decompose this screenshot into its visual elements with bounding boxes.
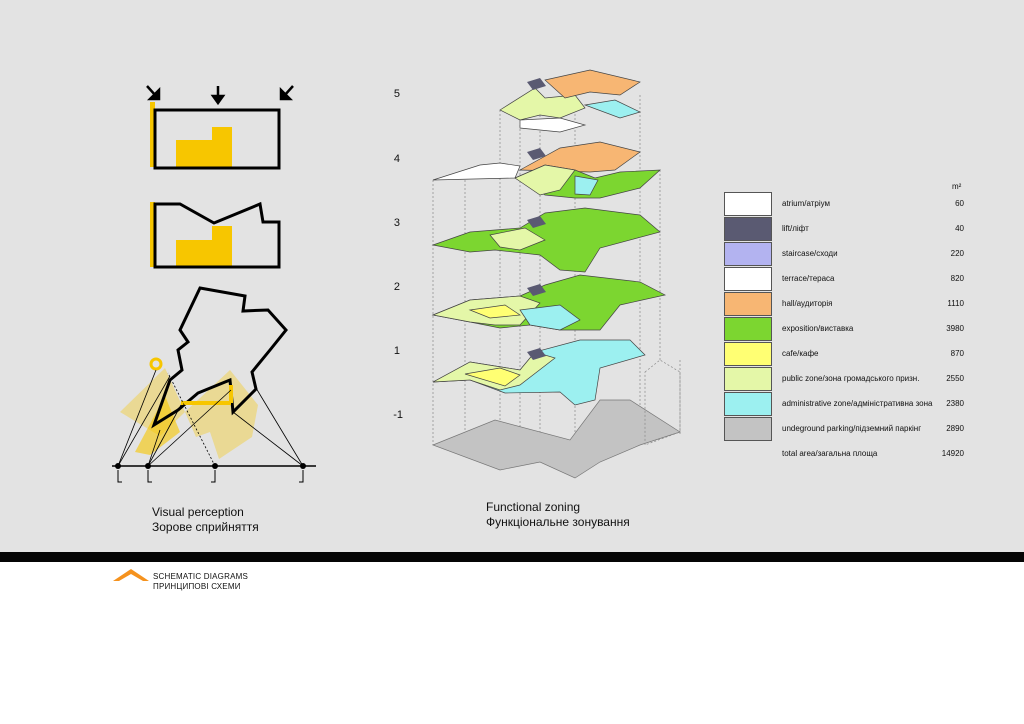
legend-label-parking: undeground parking/підземний паркінг [782, 424, 922, 433]
legend-label-cafe: cafe/кафе [782, 349, 819, 358]
legend-row-public-zone: public zone/зона громадського призн. 255… [724, 367, 984, 392]
legend-label-staircase: staircase/сходи [782, 249, 838, 258]
legend-row-total: total area/загальна площа 14920 [724, 442, 984, 467]
legend-unit: m² [952, 182, 962, 191]
perception-caption-ua: Зорове сприйняття [152, 520, 259, 534]
floor-label-4: 4 [393, 153, 400, 165]
legend-value-administrative-zone: 2380 [946, 399, 964, 408]
zoning-caption-ua: Функціональне зонування [486, 515, 630, 529]
floor-label-3: 3 [393, 217, 400, 229]
legend-label-hall: hall/аудиторія [782, 299, 833, 308]
legend-row-terrace: terrace/тераса 820 [724, 267, 984, 292]
legend-row-lift: lift/ліфт 40 [724, 217, 984, 242]
legend-label-exposition: exposition/виставка [782, 324, 854, 333]
legend-swatch-exposition [724, 317, 772, 341]
legend-value-staircase: 220 [950, 249, 964, 258]
legend-label-atrium: atrium/атріум [782, 199, 831, 208]
legend-total-label: total area/загальна площа [782, 449, 878, 458]
legend-label-administrative-zone: administrative zone/адміністративна зона [782, 399, 933, 408]
floor-label-basement: -1 [393, 409, 403, 421]
legend-label-terrace: terrace/тераса [782, 274, 835, 283]
legend-value-exposition: 3980 [946, 324, 964, 333]
legend-value-terrace: 820 [950, 274, 964, 283]
plan-rotated [112, 286, 316, 483]
legend-swatch-lift [724, 217, 772, 241]
legend-swatch-staircase [724, 242, 772, 266]
legend-value-lift: 40 [955, 224, 964, 233]
legend-row-parking: undeground parking/підземний паркінг 289… [724, 417, 984, 442]
legend-swatch-administrative-zone [724, 392, 772, 416]
legend-swatch-hall [724, 292, 772, 316]
plan-rectangular [150, 102, 281, 170]
visual-perception-diagram [112, 69, 681, 483]
floor-label-2: 2 [393, 281, 400, 293]
footer-title-ua: ПРИНЦИПОВІ СХЕМИ [153, 582, 241, 591]
legend-value-public-zone: 2550 [946, 374, 964, 383]
perception-caption-en: Visual perception [152, 505, 244, 519]
legend-value-hall: 1110 [947, 299, 964, 308]
legend-swatch-parking [724, 417, 772, 441]
legend-row-exposition: exposition/виставка 3980 [724, 317, 984, 342]
footer-title: SCHEMATIC DIAGRAMS ПРИНЦИПОВІ СХЕМИ [153, 572, 248, 592]
legend-row-staircase: staircase/сходи 220 [724, 242, 984, 267]
legend-swatch-atrium [724, 192, 772, 216]
legend-swatch-terrace [724, 267, 772, 291]
legend-row-hall: hall/аудиторія 1110 [724, 292, 984, 317]
view-arrows [146, 85, 294, 106]
legend-label-public-zone: public zone/зона громадського призн. [782, 374, 920, 383]
floor-label-1: 1 [393, 345, 400, 357]
chevron-up-icon [113, 569, 149, 581]
plan-folded [150, 201, 281, 269]
legend-row-atrium: atrium/атріум 60 [724, 192, 984, 217]
legend-row-administrative-zone: administrative zone/адміністративна зона… [724, 392, 984, 417]
footer-panel [0, 562, 1024, 724]
functional-zoning-axonometric [431, 69, 681, 479]
floor-label-5: 5 [393, 88, 400, 100]
legend-row-cafe: cafe/кафе 870 [724, 342, 984, 367]
legend-swatch-public-zone [724, 367, 772, 391]
legend-value-parking: 2890 [946, 424, 964, 433]
legend-swatch-cafe [724, 342, 772, 366]
legend-total-value: 14920 [941, 449, 964, 458]
legend-value-cafe: 870 [950, 349, 964, 358]
footer-title-en: SCHEMATIC DIAGRAMS [153, 572, 249, 581]
zoning-caption-en: Functional zoning [486, 500, 581, 514]
separator-band [0, 552, 1024, 562]
legend-label-lift: lift/ліфт [782, 224, 809, 233]
legend-value-atrium: 60 [955, 199, 964, 208]
